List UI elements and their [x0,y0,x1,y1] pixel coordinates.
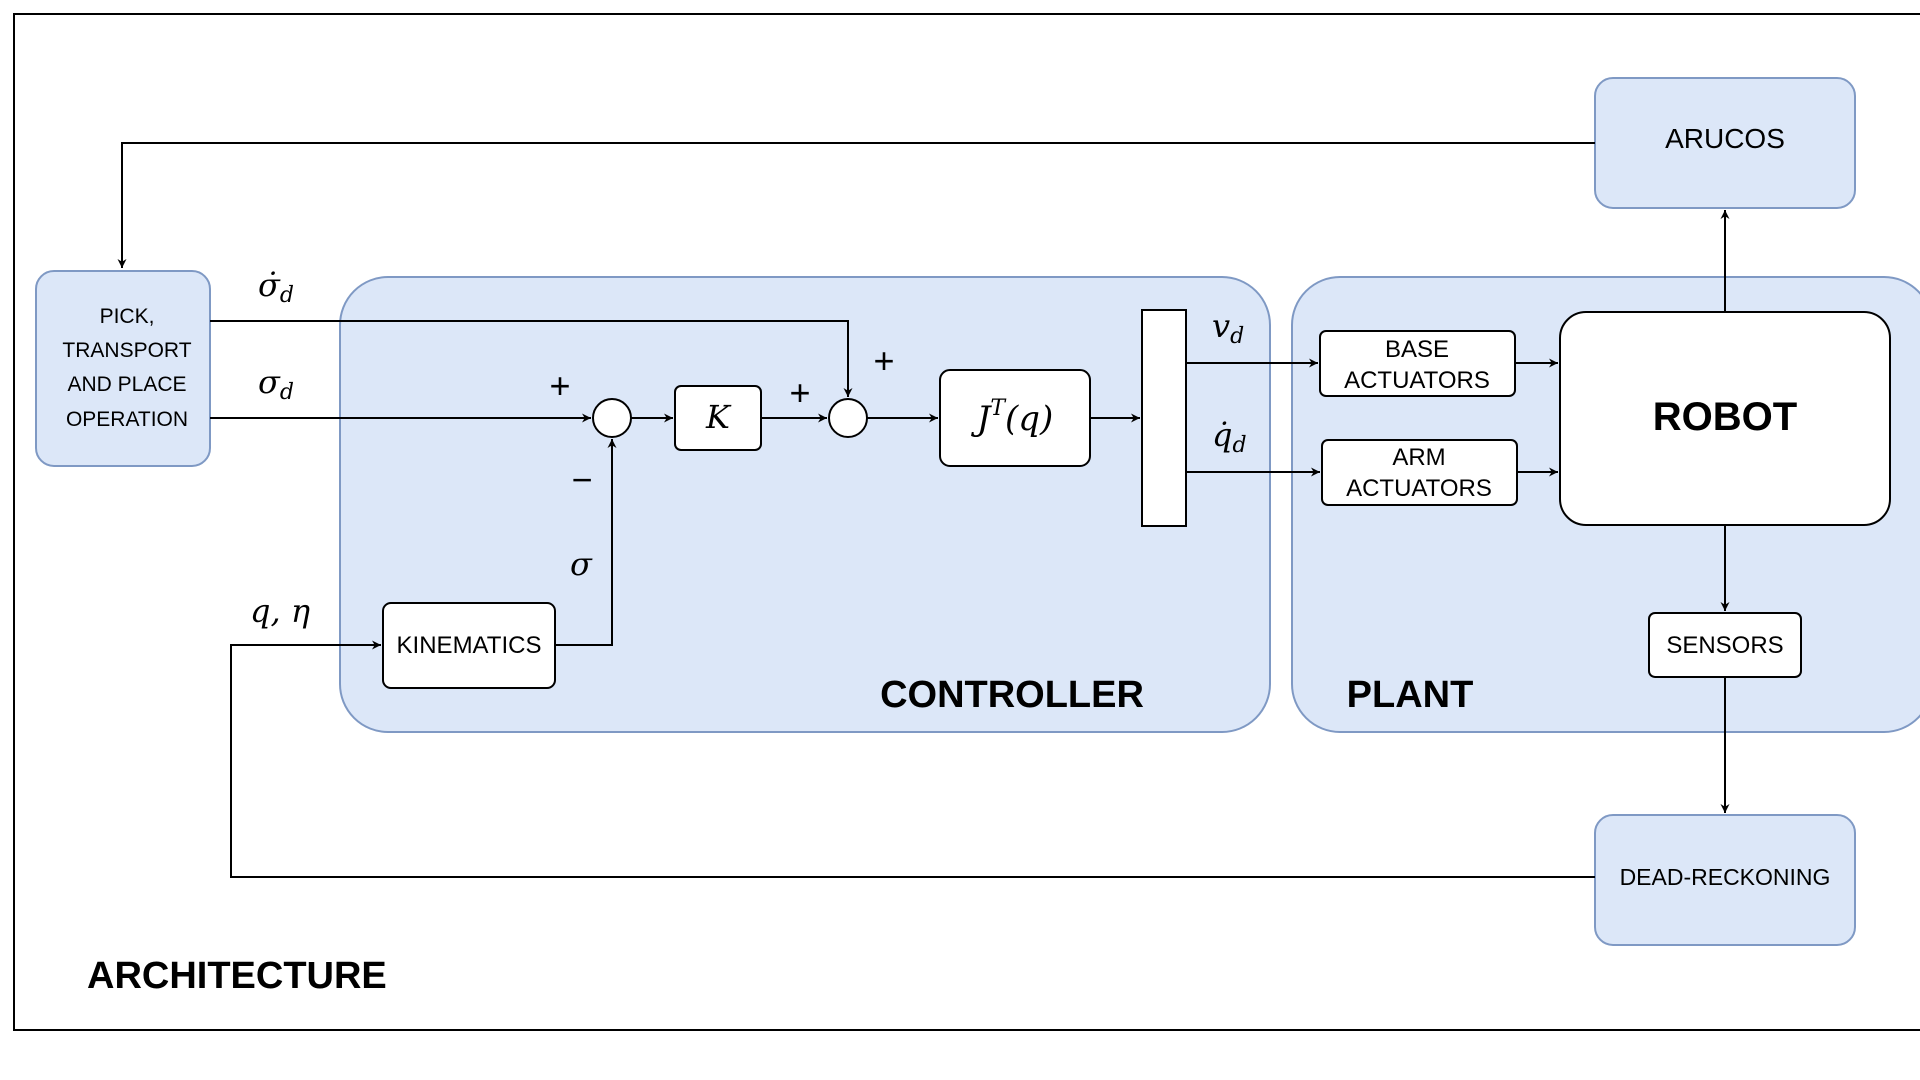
jacobian-label: JT(q) [971,396,1054,439]
pick-label-line4: OPERATION [66,408,188,431]
summing-junction-1 [592,398,632,438]
plus-sign-3: + [873,340,894,381]
minus-sign-1: − [571,459,592,500]
dead-reckoning-to-kinematics-line [230,640,1595,878]
summing-junction-2 [828,398,868,438]
pick-label-line2: TRANSPORT [62,339,191,362]
architecture-frame [13,13,1920,1031]
pick-place-box [35,270,211,467]
pick-label-line1: PICK, [100,305,155,328]
sigma-d-label: σd [258,363,294,405]
plus-sign-1: + [549,365,570,406]
base-actuators-label-line2: ACTUATORS [1344,367,1490,394]
jacobian-sup: T [990,396,1007,421]
arm-actuators-label-line2: ACTUATORS [1346,475,1492,502]
sensors-label: SENSORS [1666,632,1783,659]
architecture-title: ARCHITECTURE [87,955,387,997]
sigma-dot-d-label: σ̇d [258,266,294,308]
arm-actuators-label-line1: ARM [1392,444,1445,471]
q-eta-label: q, η [250,592,310,630]
gain-label: K [705,398,732,436]
dead-reckoning-label: DEAD-RECKONING [1620,864,1831,890]
controller-label: CONTROLLER [880,674,1144,716]
plant-label: PLANT [1347,674,1474,716]
mux-bar [1141,309,1187,527]
pick-label-line3: AND PLACE [67,373,186,396]
sigma-label: σ [570,545,593,583]
jacobian-base: J [971,399,993,439]
kinematics-to-junction1-line [555,439,617,646]
robot-label: ROBOT [1653,395,1797,439]
dead-reckoning-box [1594,814,1856,946]
sigma-dot-d-line [210,320,853,397]
q-dot-d-label: q̇d [1212,416,1247,458]
kinematics-label: KINEMATICS [397,632,542,659]
jacobian-arg: (q) [1005,399,1053,439]
plus-sign-2: + [789,372,810,413]
v-d-label: vd [1212,307,1244,349]
base-actuators-label-line1: BASE [1385,336,1449,363]
arucos-label: ARUCOS [1665,123,1785,154]
arucos-to-pick-line [117,142,1595,268]
